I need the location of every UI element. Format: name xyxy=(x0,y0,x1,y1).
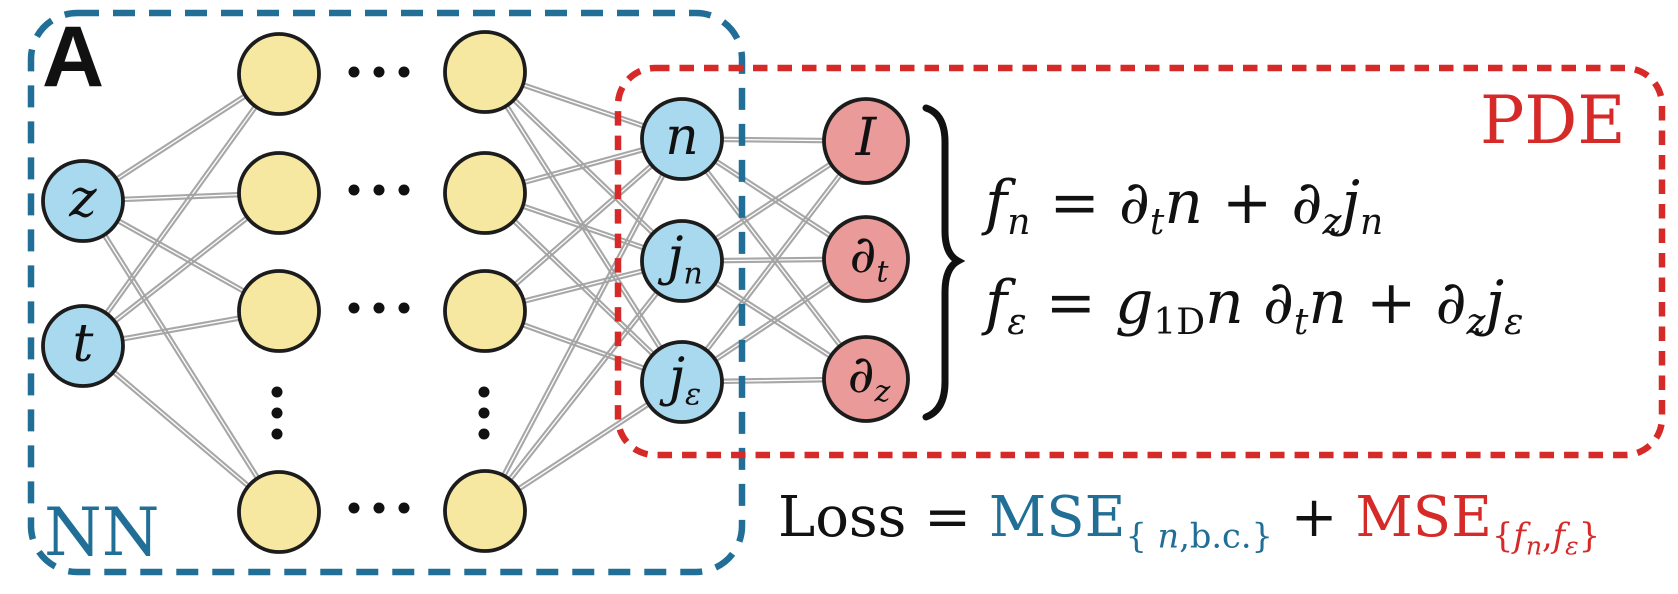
nodes-layer xyxy=(41,30,910,554)
ellipsis-dot xyxy=(398,502,410,514)
network-edge xyxy=(482,137,682,511)
loss-equation: Loss = MSE{ n,b.c.} + MSE{fn,fε} xyxy=(778,485,1601,561)
hidden-node xyxy=(443,30,527,114)
hidden-node xyxy=(237,32,321,116)
ellipsis-dot xyxy=(271,428,283,440)
ellipsis-dot xyxy=(398,184,410,196)
network-edge xyxy=(482,259,682,511)
operator-label-I: I xyxy=(855,107,877,168)
output-node xyxy=(640,97,724,181)
ellipsis-dot xyxy=(478,428,490,440)
hidden-node xyxy=(237,269,321,353)
operator-node xyxy=(822,97,910,185)
hidden-node xyxy=(443,151,527,235)
ellipsis-dot xyxy=(398,302,410,314)
operator-node xyxy=(822,335,910,423)
curly-brace xyxy=(922,104,966,421)
output-label-jeps: jε xyxy=(668,347,702,413)
output-node xyxy=(640,340,724,424)
hidden-node xyxy=(443,269,527,353)
ellipsis-dot xyxy=(373,302,385,314)
ellipsis-dot xyxy=(478,386,490,398)
network-edge xyxy=(485,139,684,314)
network-edge xyxy=(83,74,282,348)
network-edge xyxy=(483,136,682,311)
hidden-node xyxy=(443,469,527,553)
network-edge xyxy=(83,199,282,512)
ellipsis-dot xyxy=(373,184,385,196)
input-node xyxy=(41,159,125,243)
input-label-z: z xyxy=(69,168,97,229)
ellipsis-dot xyxy=(478,407,490,419)
equation-fn: fn = ∂tn + ∂zjn xyxy=(985,168,1384,243)
input-label-t: t xyxy=(72,313,94,374)
network-edge xyxy=(679,139,866,382)
output-label-jn: jn xyxy=(667,226,703,292)
hidden-node xyxy=(237,151,321,235)
network-edge xyxy=(682,141,869,384)
operator-label-dz: ∂z xyxy=(847,344,891,410)
panel-label: A xyxy=(42,9,105,105)
operator-label-dt: ∂t xyxy=(849,224,889,290)
ellipsis-dot xyxy=(398,66,410,78)
equation-feps: fε = g1Dn ∂tn + ∂zjε xyxy=(985,268,1524,343)
network-edge xyxy=(485,70,684,261)
network-edge xyxy=(80,201,279,514)
network-edge xyxy=(485,191,684,382)
nn-boundary xyxy=(27,9,746,576)
network-edge xyxy=(485,139,685,513)
pde-label: PDE xyxy=(1480,82,1626,159)
ellipsis-dot xyxy=(271,386,283,398)
ellipsis-dot xyxy=(348,502,360,514)
ellipsis-dot xyxy=(348,66,360,78)
hidden-node xyxy=(237,470,321,554)
input-node xyxy=(41,304,125,388)
ellipsis-layer xyxy=(271,66,490,514)
ellipsis-dot xyxy=(348,302,360,314)
network-edge xyxy=(83,343,281,512)
nn-label: NN xyxy=(44,494,160,571)
ellipsis-dot xyxy=(373,66,385,78)
operator-node xyxy=(822,215,910,303)
pde-boundary xyxy=(614,64,1666,459)
ellipsis-dot xyxy=(373,502,385,514)
output-label-n: n xyxy=(665,106,699,167)
output-node xyxy=(640,219,724,303)
network-edge xyxy=(80,72,279,346)
ellipsis-dot xyxy=(271,407,283,419)
ellipsis-dot xyxy=(348,184,360,196)
network-edge xyxy=(485,261,685,513)
network-edge xyxy=(81,346,279,515)
